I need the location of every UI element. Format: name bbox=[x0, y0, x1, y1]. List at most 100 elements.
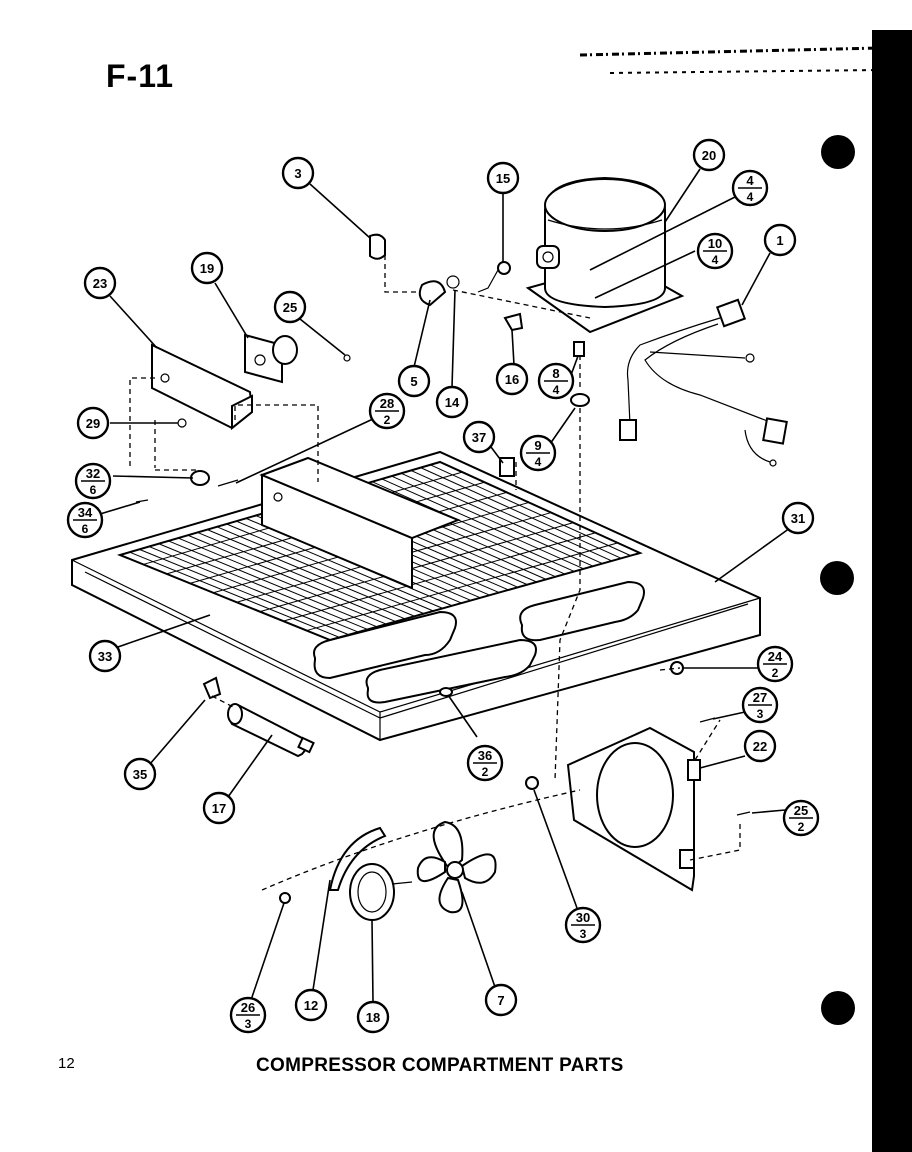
callout-circle bbox=[190, 251, 224, 285]
callout-25a: 25 bbox=[273, 290, 307, 324]
callout-15: 15 bbox=[486, 161, 520, 195]
callout-number: 33 bbox=[98, 649, 112, 664]
callout-24: 242 bbox=[756, 645, 794, 683]
callout-16: 16 bbox=[495, 362, 529, 396]
callout-number: 28 bbox=[380, 396, 394, 411]
callout-18: 18 bbox=[356, 1000, 390, 1034]
callout-number: 12 bbox=[304, 998, 318, 1013]
callout-1: 1 bbox=[763, 223, 797, 257]
callout-7: 7 bbox=[484, 983, 518, 1017]
callout-circle bbox=[495, 362, 529, 396]
callout-number: 23 bbox=[93, 276, 107, 291]
callout-17: 17 bbox=[202, 791, 236, 825]
callout-circle bbox=[743, 729, 777, 763]
figure-code: F-11 bbox=[106, 58, 175, 94]
assembly-dashed-lines bbox=[129, 255, 741, 891]
callout-circle bbox=[83, 266, 117, 300]
callout-number: 25 bbox=[283, 300, 297, 315]
callout-number: 19 bbox=[200, 261, 214, 276]
divider-baffle bbox=[259, 456, 461, 590]
callout-quantity: 4 bbox=[747, 190, 754, 204]
leader-lines bbox=[99, 168, 791, 1003]
callout-circle bbox=[294, 988, 328, 1022]
wiring-harness bbox=[619, 298, 788, 467]
coil-tube bbox=[129, 551, 340, 638]
coil-tube bbox=[119, 554, 331, 641]
coil-tube bbox=[139, 548, 349, 636]
coil-tube bbox=[148, 546, 359, 633]
callout-quantity: 6 bbox=[82, 522, 89, 536]
coil-tube bbox=[381, 478, 584, 570]
coil-fin bbox=[306, 542, 618, 632]
callout-quantity: 3 bbox=[580, 927, 587, 941]
callout-8: 84 bbox=[537, 362, 575, 400]
callout-circle bbox=[462, 420, 496, 454]
coil-tube bbox=[439, 461, 641, 554]
callout-circle bbox=[692, 138, 726, 172]
callout-32: 326 bbox=[74, 462, 112, 500]
coil-tube bbox=[371, 481, 575, 572]
coil-tube bbox=[168, 540, 378, 628]
callout-circle bbox=[76, 406, 110, 440]
callout-34: 346 bbox=[66, 501, 104, 539]
callout-number: 1 bbox=[776, 233, 783, 248]
callout-number: 25 bbox=[794, 803, 808, 818]
callout-36: 362 bbox=[466, 744, 504, 782]
fan-motor bbox=[279, 826, 413, 921]
coil-tube bbox=[197, 531, 406, 620]
callout-4: 44 bbox=[731, 169, 769, 207]
callout-circle bbox=[484, 983, 518, 1017]
page-number: 12 bbox=[58, 1055, 75, 1072]
callout-12: 12 bbox=[294, 988, 328, 1022]
callout-5: 5 bbox=[397, 364, 431, 398]
coil-tube bbox=[430, 464, 631, 557]
callout-quantity: 2 bbox=[482, 765, 489, 779]
callout-10: 104 bbox=[696, 232, 734, 270]
callout-circle bbox=[88, 639, 122, 673]
callout-number: 26 bbox=[241, 1000, 255, 1015]
callout-quantity: 4 bbox=[535, 455, 542, 469]
callout-number: 9 bbox=[534, 438, 541, 453]
callout-circle bbox=[123, 757, 157, 791]
diagram-caption: COMPRESSOR COMPARTMENT PARTS bbox=[256, 1055, 624, 1076]
callout-3: 3 bbox=[281, 156, 315, 190]
callout-29: 29 bbox=[76, 406, 110, 440]
callout-quantity: 2 bbox=[772, 666, 779, 680]
coil-fin bbox=[259, 522, 574, 613]
callout-quantity: 4 bbox=[712, 253, 719, 267]
coil-tube bbox=[177, 537, 387, 625]
callout-9: 94 bbox=[519, 434, 557, 472]
callout-31: 31 bbox=[781, 501, 815, 535]
callout-14: 14 bbox=[435, 385, 469, 419]
callout-circle bbox=[435, 385, 469, 419]
callout-number: 20 bbox=[702, 148, 716, 163]
small-hardware bbox=[135, 233, 751, 816]
coil-tube bbox=[420, 467, 622, 559]
callout-quantity: 6 bbox=[90, 483, 97, 497]
callout-circle bbox=[356, 1000, 390, 1034]
coil-tube bbox=[158, 543, 368, 630]
coil-tube bbox=[187, 534, 396, 623]
control-bracket bbox=[151, 333, 351, 431]
callout-number: 31 bbox=[791, 511, 805, 526]
coil-tube bbox=[391, 475, 594, 567]
coil-tube bbox=[216, 526, 425, 615]
fan-bracket bbox=[566, 726, 701, 892]
callout-number: 24 bbox=[768, 649, 783, 664]
callout-number: 34 bbox=[78, 505, 93, 520]
punch-hole-middle bbox=[820, 561, 854, 595]
callout-number: 30 bbox=[576, 910, 590, 925]
drier bbox=[202, 676, 315, 758]
callout-number: 5 bbox=[410, 374, 417, 389]
callout-number: 35 bbox=[133, 767, 147, 782]
compressor bbox=[525, 176, 685, 334]
callout-number: 18 bbox=[366, 1010, 380, 1025]
callout-number: 36 bbox=[478, 748, 492, 763]
callout-circle bbox=[281, 156, 315, 190]
callout-23: 23 bbox=[83, 266, 117, 300]
callout-number: 29 bbox=[86, 416, 100, 431]
fan-blade bbox=[416, 820, 497, 914]
callout-37: 37 bbox=[462, 420, 496, 454]
callout-number: 8 bbox=[552, 366, 559, 381]
